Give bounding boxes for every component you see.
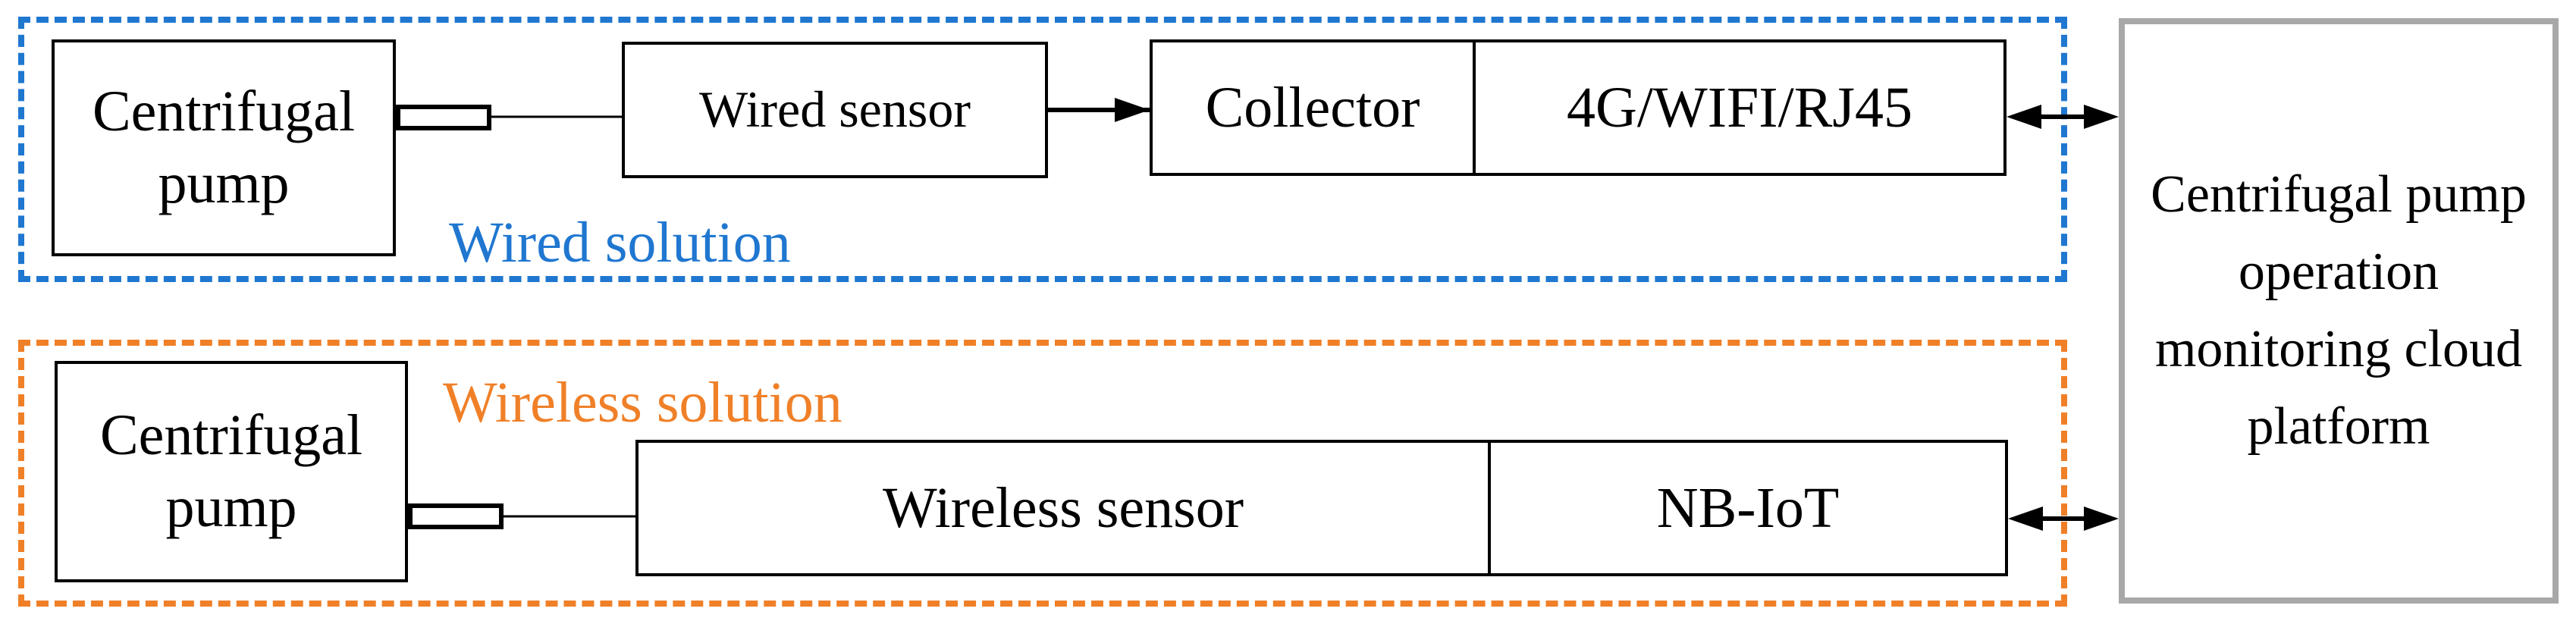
wired-arrowhead-right [2084, 105, 2119, 129]
wireless-arrowhead-left [2008, 507, 2043, 531]
wireless-pump-label: Centrifugal pump [99, 403, 363, 539]
cloud-platform-label: Centrifugal pump operation monitoring cl… [2151, 165, 2527, 456]
wired-comm-cell: 4G/WIFI/RJ45 [1476, 42, 2003, 173]
wired-sensor-label: Wired sensor [699, 80, 971, 139]
wireless-comm-cell: NB-IoT [1491, 443, 2005, 573]
wired-sensor-to-collector-arrowhead [1115, 98, 1150, 122]
wired-comm-label: 4G/WIFI/RJ45 [1567, 75, 1912, 140]
wired-solution-label: Wired solution [449, 211, 791, 274]
wired-arrowhead-left [2007, 105, 2041, 129]
wireless-sensor-divider [1488, 443, 1491, 573]
cloud-platform-box: Centrifugal pump operation monitoring cl… [2119, 18, 2559, 604]
wired-centrifugal-pump-box: Centrifugal pump [52, 39, 396, 256]
wired-pump-label: Centrifugal pump [92, 80, 356, 215]
collector-label: Collector [1205, 75, 1420, 140]
wireless-pump-connector [408, 503, 504, 529]
wired-sensor-box: Wired sensor [622, 42, 1048, 178]
wired-pump-connector [396, 105, 491, 130]
collector-comm-box: Collector 4G/WIFI/RJ45 [1150, 39, 2007, 176]
wireless-centrifugal-pump-box: Centrifugal pump [55, 361, 408, 582]
wireless-sensor-cell: Wireless sensor [639, 443, 1488, 573]
wireless-solution-label: Wireless solution [443, 371, 842, 434]
wireless-sensor-comm-box: Wireless sensor NB-IoT [635, 440, 2008, 576]
collector-cell: Collector [1153, 42, 1473, 173]
wired-solution-group [18, 17, 2067, 282]
wireless-comm-label: NB-IoT [1656, 475, 1840, 540]
wireless-arrowhead-right [2084, 507, 2119, 531]
wireless-solution-group [18, 340, 2067, 607]
collector-divider [1473, 42, 1476, 173]
wireless-sensor-label: Wireless sensor [882, 475, 1244, 540]
